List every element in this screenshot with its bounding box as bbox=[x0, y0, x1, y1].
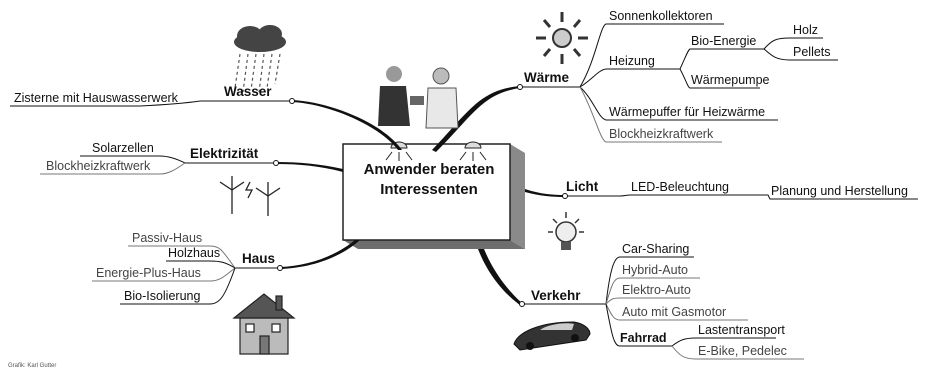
node-lastentransport: Lastentransport bbox=[698, 323, 785, 337]
branch-verkehr: Verkehr bbox=[531, 288, 581, 303]
node-waermepuffer: Wärmepuffer für Heizwärme bbox=[609, 105, 766, 119]
node-fahrrad: Fahrrad bbox=[620, 331, 667, 345]
branch-waerme: Wärme bbox=[524, 70, 570, 85]
node-elektro-auto: Elektro-Auto bbox=[622, 283, 691, 297]
car-icon bbox=[513, 321, 591, 351]
node-planung: Planung und Herstellung bbox=[771, 184, 908, 198]
sun-icon bbox=[536, 12, 588, 64]
light-bulb-icon bbox=[548, 212, 584, 250]
node-waermepumpe: Wärmepumpe bbox=[691, 73, 770, 87]
node-solarzellen: Solarzellen bbox=[92, 141, 154, 155]
people-icon bbox=[378, 66, 459, 129]
wind-turbine-icon bbox=[219, 176, 281, 216]
node-led: LED-Beleuchtung bbox=[631, 180, 729, 194]
credit: Grafik: Karl Gutter bbox=[8, 363, 57, 369]
node-zisterne: Zisterne mit Hauswasserwerk bbox=[14, 91, 178, 105]
node-bio-isolierung: Bio-Isolierung bbox=[124, 289, 201, 303]
lamp-icon bbox=[385, 141, 487, 161]
node-blockheizkraftwerk-elektro: Blockheizkraftwerk bbox=[46, 159, 151, 173]
node-auto-gasmotor: Auto mit Gasmotor bbox=[622, 305, 727, 319]
node-car-sharing: Car-Sharing bbox=[622, 242, 690, 256]
branch-wasser: Wasser bbox=[224, 84, 272, 99]
node-hybrid-auto: Hybrid-Auto bbox=[622, 263, 688, 277]
branch-elektrizitaet: Elektrizität bbox=[190, 146, 259, 161]
center-box bbox=[342, 143, 525, 249]
node-heizung: Heizung bbox=[609, 54, 655, 68]
node-passiv-haus: Passiv-Haus bbox=[132, 231, 203, 245]
node-ebike: E-Bike, Pedelec bbox=[698, 344, 787, 358]
node-energie-plus-haus: Energie-Plus-Haus bbox=[96, 266, 201, 280]
node-holz: Holz bbox=[793, 23, 819, 37]
branch-licht: Licht bbox=[566, 179, 599, 194]
house-icon bbox=[232, 293, 296, 355]
center-title-line1: Anwender beraten bbox=[363, 161, 495, 178]
branch-haus: Haus bbox=[242, 251, 276, 266]
node-holzhaus: Holzhaus bbox=[168, 246, 221, 260]
center-title: Anwender beraten Interessenten bbox=[349, 160, 509, 200]
node-bio-energie: Bio-Energie bbox=[691, 34, 757, 48]
rain-cloud-icon bbox=[234, 25, 286, 93]
node-sonnenkollektoren: Sonnenkollektoren bbox=[609, 9, 713, 23]
node-blockheizkraftwerk-waerme: Blockheizkraftwerk bbox=[609, 127, 714, 141]
node-pellets: Pellets bbox=[793, 45, 831, 59]
center-title-line2: Interessenten bbox=[380, 181, 478, 198]
